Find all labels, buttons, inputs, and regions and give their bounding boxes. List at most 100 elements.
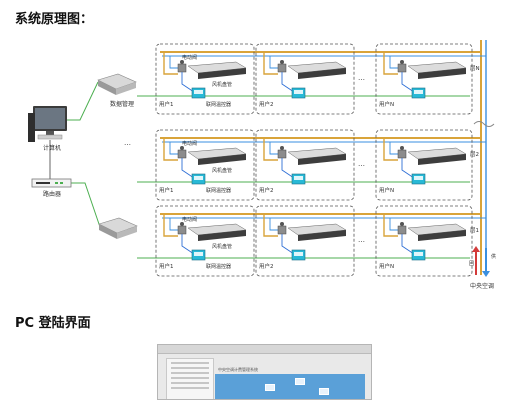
user-label: 用户N [379,186,394,194]
supply-return-arrows [472,246,490,277]
control-wire [401,234,415,255]
user-label: 用户N [379,100,394,108]
control-wire [181,158,195,179]
user-label: 用户1 [159,100,174,108]
valve-actuator-icon [180,60,184,64]
valve-actuator-icon [180,146,184,150]
user-zone-box [375,129,473,201]
fan-coil-label: 风机盘管 [212,81,232,88]
branch-pipe [163,52,178,75]
valve-icon [277,225,287,235]
user-label: 用户2 [259,262,274,270]
control-wire [401,72,415,93]
branch-return [389,142,398,155]
login-heading: PC 登陆界面 [15,316,91,331]
thermostat-screen [414,90,423,94]
branch-pipe [383,138,398,161]
fan-coil-front [198,68,246,79]
floor-label: 层1 [470,227,479,234]
screenshot-main-panel [215,374,365,399]
control-wire [181,234,195,255]
riser-pipes [473,40,495,275]
fan-coil-front [418,68,466,79]
floor-label: 层2 [470,151,479,158]
branch-return [389,218,398,231]
branch-pipe [383,214,398,237]
branch-return [269,56,278,69]
user-zone-box [375,43,473,115]
user-cell: 用户2 [255,205,355,277]
controller-label: 联网温控器 [206,263,231,270]
user-zone-box [255,129,355,201]
valve-icon [397,63,407,73]
user-ellipsis: … [358,74,365,82]
user-ellipsis: … [358,160,365,168]
fan-coil-label: 风机盘管 [212,167,232,174]
branch-pipe [163,138,178,161]
branch-pipe [263,214,278,237]
thermostat-screen [414,252,423,256]
branch-return [269,218,278,231]
thermostat-screen [294,90,303,94]
network-line [67,81,99,121]
user-label: 用户1 [159,186,174,194]
branch-pipe [263,138,278,161]
valve-label: 电动阀 [182,140,197,147]
data-manager-label: 数据管理 [110,100,134,108]
computer-label: 计算机 [43,144,61,152]
user-zone-box [375,205,473,277]
valve-actuator-icon [400,146,404,150]
riser-break [473,121,495,127]
computer-icon [28,106,67,142]
fan-coil-front [298,154,346,165]
branch-return [169,218,178,231]
branch-pipe [383,52,398,75]
valve-label: 电动阀 [182,54,197,61]
screenshot-titlebar [158,345,371,354]
return-label: 回 [469,261,474,267]
valve-icon [177,149,187,159]
valve-icon [397,225,407,235]
branch-return [269,142,278,155]
valve-icon [397,149,407,159]
data-manager-icon-bottom [98,217,138,239]
control-wire [281,72,295,93]
fan-coil-front [298,68,346,79]
user-zone-box [255,43,355,115]
login-screenshot: 中央空调计费管理系统 [157,344,372,400]
floor-label: 层N [470,65,480,72]
valve-actuator-icon [280,222,284,226]
fan-coil-front [198,230,246,241]
network-line [71,182,101,228]
control-wire [281,158,295,179]
branch-return [389,56,398,69]
user-zone-box [255,205,355,277]
router-label: 路由器 [43,190,61,198]
branch-pipe [263,52,278,75]
fan-coil-front [298,230,346,241]
user-ellipsis: … [358,236,365,244]
valve-icon [277,63,287,73]
data-manager-icon-top [97,73,137,95]
router-icon [31,178,72,188]
user-cell: 用户2 [255,129,355,201]
branch-return [169,56,178,69]
fan-coil-front [198,154,246,165]
user-cell: 用户2 [255,43,355,115]
diagram-heading: 系统原理图： [15,12,94,27]
control-wire [281,234,295,255]
control-wire [401,158,415,179]
thermostat-screen [294,176,303,180]
user-cell: 用户N [375,129,473,201]
valve-actuator-icon [280,146,284,150]
thermostat-screen [194,176,203,180]
valve-icon [277,149,287,159]
valve-actuator-icon [180,222,184,226]
thermostat-screen [294,252,303,256]
thermostat-screen [414,176,423,180]
